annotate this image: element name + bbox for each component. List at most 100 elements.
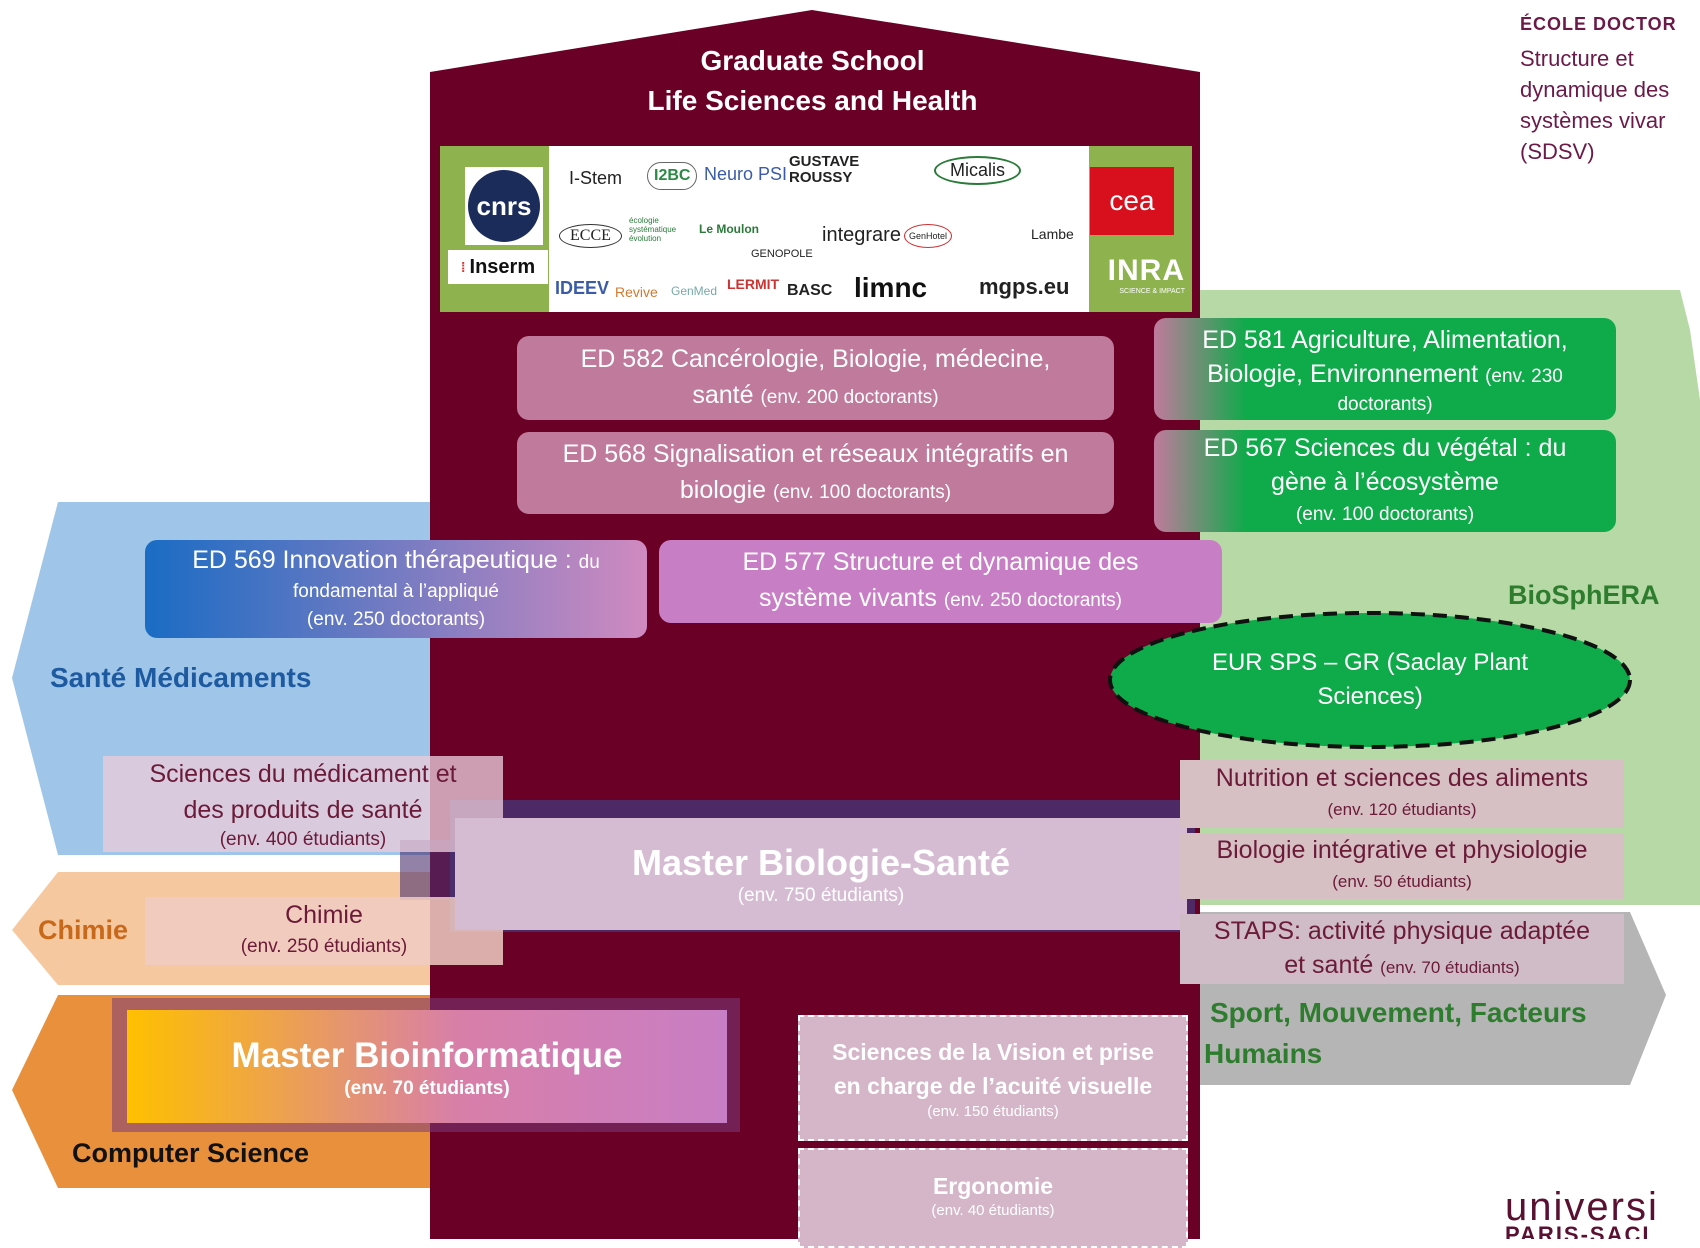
ed577-title2: système vivants	[759, 584, 937, 612]
nutrition-count: (env. 120 étudiants)	[1327, 800, 1477, 819]
ed569-box: ED 569 Innovation thérapeutique : du fon…	[145, 540, 647, 638]
master-chimie: Chimie (env. 250 étudiants)	[145, 897, 503, 965]
inra-sub: SCIENCE & IMPACT	[1119, 287, 1185, 295]
inserm-label: Inserm	[469, 255, 536, 278]
chimie-master-count: (env. 250 étudiants)	[240, 936, 408, 957]
ed567-count: (env. 100 doctorants)	[1295, 504, 1475, 525]
ed569-title: ED 569 Innovation thérapeutique :	[192, 545, 572, 574]
ecole-line4: (SDSV)	[1520, 139, 1595, 164]
ed567-title2: gène à l’écosystème	[1271, 468, 1499, 496]
ecole-heading: ÉCOLE DOCTOR	[1520, 14, 1677, 34]
ed581-title: ED 581 Agriculture, Alimentation,	[1202, 325, 1568, 354]
logo-mgps: mgps.eu	[979, 274, 1070, 299]
ed569-shape	[145, 540, 647, 638]
logo-i2bc: I2BC	[647, 162, 698, 190]
logo-genmed: GenMed	[671, 284, 718, 298]
ed577-title: ED 577 Structure et dynamique des	[742, 548, 1139, 576]
ergo-count: (env. 40 étudiants)	[931, 1202, 1055, 1219]
cnrs-icon: cnrs	[468, 170, 540, 242]
ed581-shape	[1154, 318, 1616, 420]
medicament-line1: Sciences du médicament et	[149, 760, 457, 788]
logo-genhotel: GenHotel	[904, 224, 953, 248]
logo-istem: I-Stem	[569, 168, 623, 188]
vision-line2: en charge de l’acuité visuelle	[833, 1073, 1153, 1099]
logo-lermit: LERMIT	[727, 276, 780, 292]
staps-count: (env. 70 étudiants)	[1380, 957, 1520, 977]
ed567-box: ED 567 Sciences du végétal : du gène à l…	[1154, 430, 1616, 532]
ed568-title2: biologie	[679, 475, 767, 504]
graduate-school-title: Graduate School Life Sciences and Health	[560, 40, 1065, 122]
sport-label: Sport, Mouvement, Facteurs Humains	[1204, 992, 1587, 1074]
logo-inra: INRA SCIENCE & IMPACT	[1090, 242, 1185, 306]
ed569-du: du	[578, 551, 600, 573]
logo-lemoulon: Le Moulon	[699, 222, 759, 236]
ed569-line2: fondamental à l’appliqué	[293, 580, 499, 602]
logo-basc: BASC	[787, 282, 833, 299]
bioinfo-title: Master Bioinformatique	[231, 1035, 623, 1075]
eur-ellipse	[1108, 611, 1632, 749]
logo-limnc: limnc	[854, 272, 928, 303]
inserm-icon: ⁞	[460, 259, 466, 275]
logo-gustave: GUSTAVE ROUSSY	[789, 153, 860, 186]
bioinfo-shape	[127, 1010, 727, 1123]
ed581-count2: doctorants)	[1337, 393, 1433, 415]
logo-ideev: IDEEV	[555, 278, 610, 298]
ed577-count: (env. 250 doctorants)	[943, 590, 1122, 611]
ed577-box: ED 577 Structure et dynamique des systèm…	[659, 540, 1222, 623]
logo-grid: I-Stem I2BC Neuro PSI GUSTAVE ROUSSY Mic…	[549, 146, 1089, 312]
vision-count: (env. 150 étudiants)	[927, 1103, 1059, 1120]
ed581-count: (env. 230	[1485, 365, 1563, 387]
eur-label: EUR SPS – GR (Saclay Plant Sciences)	[1150, 640, 1590, 720]
chimie-label: Chimie	[38, 915, 129, 945]
ed582-count: (env. 200 doctorants)	[760, 386, 939, 408]
eur-line2: Sciences)	[1317, 683, 1423, 710]
medicament-line2: des produits de santé	[183, 796, 423, 824]
ed582-title2: santé	[692, 380, 754, 409]
master-staps: STAPS: activité physique adaptée et sant…	[1180, 914, 1624, 984]
bip-title: Biologie intégrative et physiologie	[1216, 836, 1588, 864]
ed568-box: ED 568 Signalisation et réseaux intégrat…	[517, 432, 1114, 514]
logo-cnrs: cnrs	[465, 167, 543, 245]
logo-micalis: Micalis	[934, 156, 1022, 185]
biosphera-label: BioSphERA	[1508, 580, 1660, 610]
ed581-box: ED 581 Agriculture, Alimentation, Biolog…	[1154, 318, 1616, 420]
staps-line1: STAPS: activité physique adaptée	[1213, 916, 1591, 945]
logo-integrare: integrare	[822, 224, 901, 246]
vision-line1: Sciences de la Vision et prise	[832, 1039, 1154, 1065]
eur-line1: EUR SPS – GR (Saclay Plant	[1211, 649, 1529, 676]
logo-lambe: Lambe	[1031, 226, 1074, 242]
inra-label: INRA	[1107, 253, 1185, 287]
header-line2: Life Sciences and Health	[647, 85, 978, 116]
master-bioinformatique: Master Bioinformatique (env. 70 étudiant…	[127, 1010, 727, 1123]
ecole-line1: Structure et	[1520, 46, 1634, 71]
ecole-line2: dynamique des	[1520, 77, 1670, 102]
bip-count: (env. 50 étudiants)	[1332, 872, 1472, 891]
medicament-count: (env. 400 étudiants)	[219, 829, 387, 850]
sante-label: Santé Médicaments	[50, 662, 312, 693]
ed567-title: ED 567 Sciences du végétal : du	[1203, 434, 1567, 462]
logo-genopole: GENOPOLE	[751, 248, 813, 260]
ecole-line3: systèmes vivar	[1520, 108, 1666, 133]
logo-ecce: ECCE	[559, 224, 622, 248]
ed568-count: (env. 100 doctorants)	[773, 481, 952, 503]
ed582-title: ED 582 Cancérologie, Biologie, médecine,	[580, 344, 1051, 373]
master-ergonomie: Ergonomie (env. 40 étudiants)	[798, 1148, 1188, 1248]
univ-line2: PARIS-SACL	[1505, 1222, 1658, 1240]
biosante-count: (env. 750 étudiants)	[737, 885, 905, 906]
logo-revive: Revive	[615, 284, 658, 300]
chimie-master-title: Chimie	[285, 901, 363, 929]
logo-inserm: ⁞ Inserm	[448, 250, 548, 284]
master-vision: Sciences de la Vision et prise en charge…	[798, 1015, 1188, 1141]
logo-cea: cea	[1090, 167, 1174, 235]
cs-label: Computer Science	[72, 1138, 310, 1168]
staps-line2: et santé	[1284, 950, 1374, 979]
ed567-shape	[1154, 430, 1616, 532]
master-biologie-sante: Master Biologie-Santé (env. 750 étudiant…	[455, 818, 1187, 930]
biosante-title: Master Biologie-Santé	[631, 842, 1011, 883]
nutrition-title: Nutrition et sciences des aliments	[1215, 764, 1589, 792]
master-medicament: Sciences du médicament et des produits d…	[103, 756, 503, 852]
university-logo: universi PARIS-SACL	[1505, 1188, 1700, 1239]
master-nutrition: Nutrition et sciences des aliments (env.…	[1180, 760, 1624, 828]
logo-ecologie: écologie systématique évolution	[629, 216, 677, 243]
